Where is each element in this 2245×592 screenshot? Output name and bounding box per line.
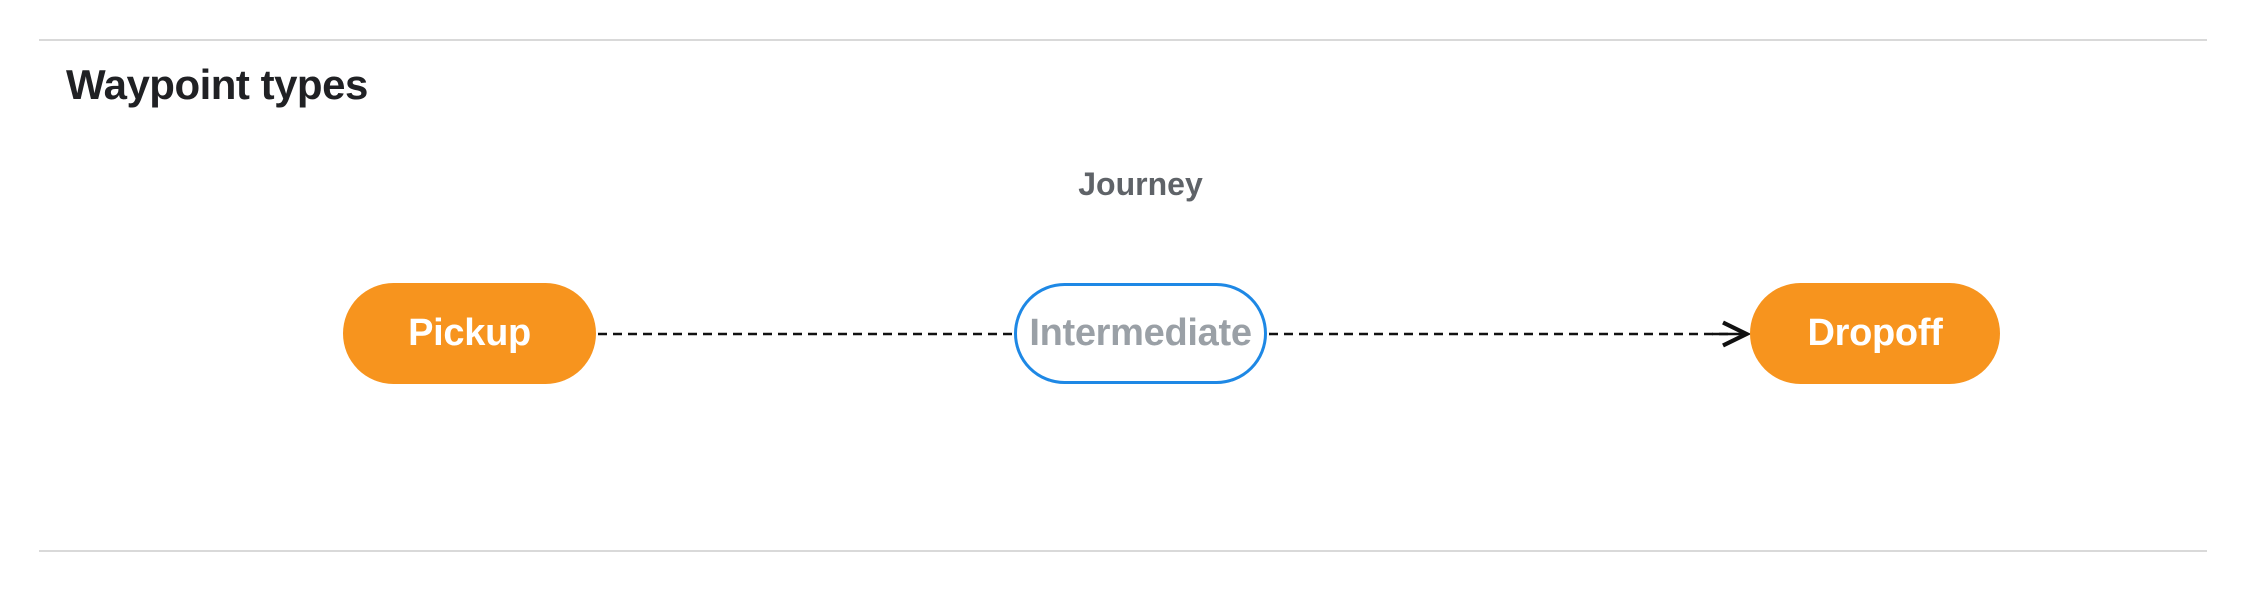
journey-title: Journey (1078, 166, 1203, 202)
node-pickup-label: Pickup (408, 312, 531, 354)
bottom-divider (39, 550, 2207, 552)
node-pickup: Pickup (343, 283, 596, 384)
node-intermediate-label: Intermediate (1029, 312, 1252, 354)
node-intermediate: Intermediate (1014, 283, 1267, 384)
node-dropoff-label: Dropoff (1807, 312, 1943, 354)
arrowhead (1722, 320, 1752, 348)
page-title: Waypoint types (66, 61, 368, 108)
top-divider (39, 39, 2207, 41)
node-dropoff: Dropoff (1750, 283, 2000, 384)
